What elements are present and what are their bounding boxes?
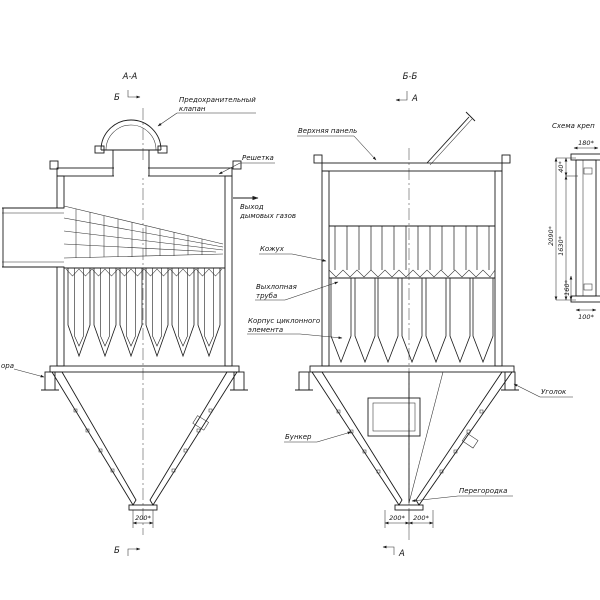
label-casing: Кожух <box>260 245 285 253</box>
section-marker-a-top: А <box>411 94 418 104</box>
hopper-fitting-b <box>461 432 479 449</box>
label-safety-valve-2: клапан <box>179 105 206 113</box>
label-gas-outlet-2: дымовых газов <box>239 212 296 220</box>
valve-neck-opening <box>114 162 148 178</box>
section-arrow-b-bottom <box>127 547 141 556</box>
section-arrow-a-top <box>395 91 408 102</box>
view-a-dimension: 200* <box>132 510 154 528</box>
dim-160: 160* <box>563 279 571 295</box>
label-exhaust-pipe-1: Выхлопная <box>256 283 297 291</box>
dim-200-left: 200* <box>389 514 405 522</box>
label-exhaust-pipe-2: труба <box>256 292 277 300</box>
label-top-panel: Верхняя панель <box>298 127 357 135</box>
section-arrow-b-top <box>127 90 141 99</box>
mounting-scheme: Схема креп 180* 40* 2090* 1630* 160* 100… <box>547 122 600 321</box>
view-b: 200* 200* А А Б-Б Верхняя панель Кожух В… <box>247 72 573 559</box>
dim-2090: 2090* <box>547 225 555 246</box>
view-b-dimensions: 200* 200* <box>384 510 434 528</box>
inlet-duct <box>2 207 64 268</box>
view-a: 200* Б Б А-А Предохранительный клапан Ре… <box>1 72 296 556</box>
label-cyclone-body-2: элемента <box>248 326 283 334</box>
section-marker-b-top: Б <box>114 93 120 103</box>
view-a-cyclone-elements <box>64 267 225 357</box>
dim-180: 180* <box>578 139 594 147</box>
support-leg-left-b <box>298 371 310 391</box>
dim-40: 40* <box>557 160 565 172</box>
label-safety-valve-1: Предохранительный <box>179 96 256 104</box>
section-arrow-a-bottom <box>382 545 395 555</box>
label-grid: Решетка <box>242 154 274 162</box>
view-b-hopper <box>295 365 519 511</box>
view-a-hopper <box>41 365 248 511</box>
dim-200-right: 200* <box>413 514 429 522</box>
label-cyclone-body-1: Корпус циклонного <box>248 317 320 325</box>
label-angle-bracket: Уголок <box>541 388 567 396</box>
dim-1630: 1630* <box>557 235 565 256</box>
view-b-internals <box>328 225 496 363</box>
hopper-hatch <box>367 397 421 437</box>
section-marker-b-bottom: Б <box>114 546 120 556</box>
hopper-fitting <box>192 415 209 431</box>
view-b-title: Б-Б <box>403 72 418 82</box>
scheme-profile <box>575 159 597 297</box>
dim-200-view-a: 200* <box>135 514 151 522</box>
label-gas-outlet-1: Выход <box>240 203 264 211</box>
label-support-fragment: ора <box>1 362 14 370</box>
opened-top-panel <box>426 116 470 164</box>
view-a-title: А-А <box>122 72 138 82</box>
label-partition: Перегородка <box>459 487 507 495</box>
scheme-title: Схема креп <box>552 122 595 130</box>
dim-100: 100* <box>578 313 594 321</box>
section-marker-a-bottom: А <box>398 549 405 559</box>
view-b-chamber <box>313 111 511 367</box>
view-a-chamber <box>49 150 242 367</box>
safety-valve <box>94 119 168 154</box>
label-hopper: Бункер <box>285 433 312 441</box>
inlet-distribution-grid <box>63 205 224 259</box>
